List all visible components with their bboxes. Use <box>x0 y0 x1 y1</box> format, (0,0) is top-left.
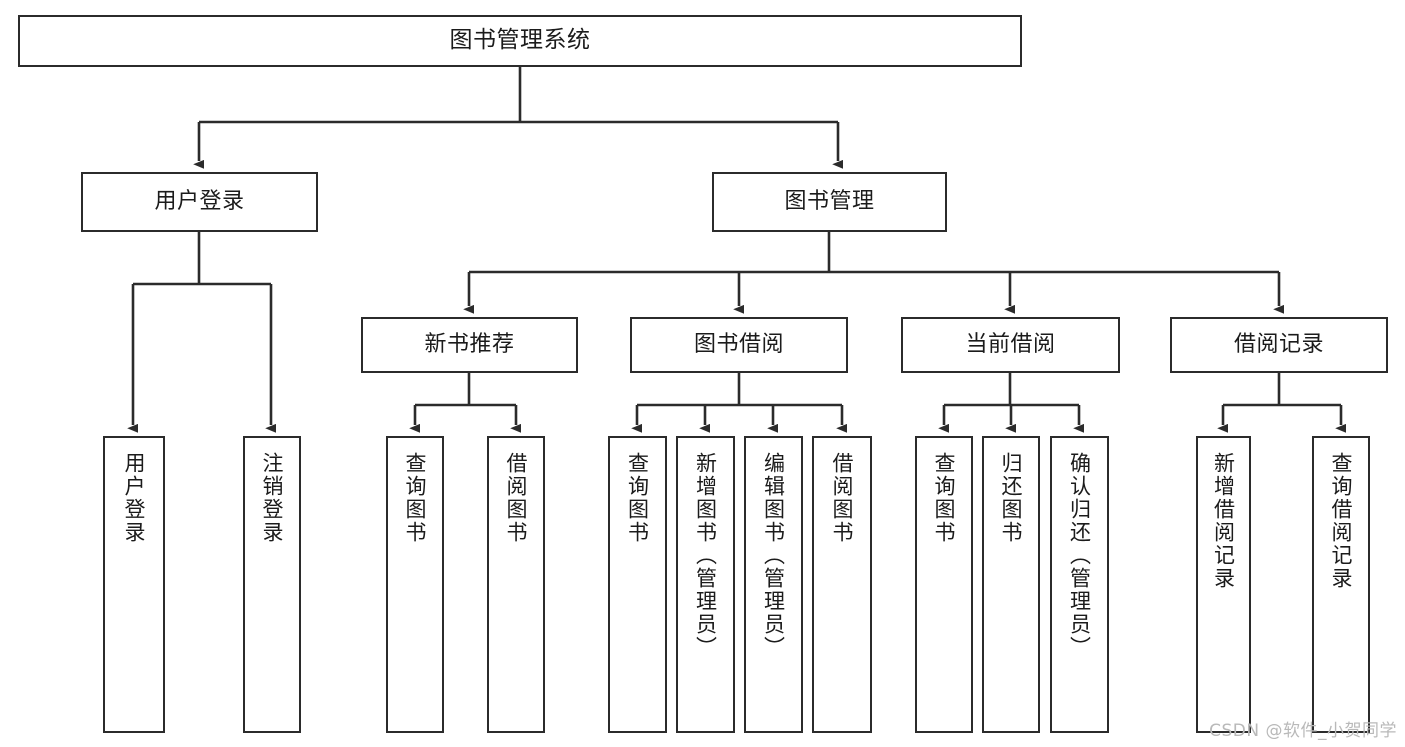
node-borrow-record-label: 借阅记录 <box>1233 332 1324 358</box>
node-user-login-label: 用户登录 <box>154 189 245 215</box>
node-book-manage[interactable]: 图书管理 <box>712 172 947 232</box>
node-root[interactable]: 图书管理系统 <box>18 15 1022 67</box>
node-leaf-confirm-return-label: 确认归还（管理员） <box>1067 452 1092 659</box>
node-leaf-borrow-book-rec[interactable]: 借阅图书 <box>487 436 545 733</box>
node-leaf-add-book[interactable]: 新增图书（管理员） <box>676 436 735 733</box>
node-leaf-logout-label: 注销登录 <box>260 452 285 544</box>
node-user-login[interactable]: 用户登录 <box>81 172 318 232</box>
node-leaf-borrow-book-rec-label: 借阅图书 <box>504 452 529 544</box>
node-book-manage-label: 图书管理 <box>784 189 875 215</box>
node-leaf-user-login[interactable]: 用户登录 <box>103 436 165 733</box>
node-leaf-query-book-rec[interactable]: 查询图书 <box>386 436 444 733</box>
node-current-borrow[interactable]: 当前借阅 <box>901 317 1120 373</box>
node-new-book-recommend[interactable]: 新书推荐 <box>361 317 578 373</box>
watermark-text: CSDN @软件_小贺同学 <box>1209 721 1397 741</box>
node-leaf-query-book-rec-label: 查询图书 <box>403 452 428 544</box>
node-leaf-query-book-borrow-label: 查询图书 <box>625 452 650 544</box>
node-leaf-edit-book[interactable]: 编辑图书（管理员） <box>744 436 803 733</box>
node-leaf-add-borrow-record-label: 新增借阅记录 <box>1211 452 1236 590</box>
node-leaf-confirm-return[interactable]: 确认归还（管理员） <box>1050 436 1109 733</box>
node-root-label: 图书管理系统 <box>449 27 591 54</box>
node-leaf-add-borrow-record[interactable]: 新增借阅记录 <box>1196 436 1251 733</box>
node-leaf-query-book-current[interactable]: 查询图书 <box>915 436 973 733</box>
node-leaf-query-borrow-record-label: 查询借阅记录 <box>1329 452 1354 590</box>
node-current-borrow-label: 当前借阅 <box>965 332 1056 358</box>
node-leaf-borrow-book-label: 借阅图书 <box>830 452 855 544</box>
node-leaf-edit-book-label: 编辑图书（管理员） <box>761 452 786 659</box>
node-leaf-query-book-current-label: 查询图书 <box>932 452 957 544</box>
node-leaf-logout[interactable]: 注销登录 <box>243 436 301 733</box>
node-book-borrow-label: 图书借阅 <box>693 332 784 358</box>
node-leaf-query-book-borrow[interactable]: 查询图书 <box>608 436 667 733</box>
node-leaf-user-login-label: 用户登录 <box>122 452 147 544</box>
node-new-book-recommend-label: 新书推荐 <box>424 332 515 358</box>
node-book-borrow[interactable]: 图书借阅 <box>630 317 848 373</box>
node-leaf-query-borrow-record[interactable]: 查询借阅记录 <box>1312 436 1370 733</box>
node-leaf-return-book-label: 归还图书 <box>999 452 1024 544</box>
node-leaf-borrow-book[interactable]: 借阅图书 <box>812 436 872 733</box>
node-borrow-record[interactable]: 借阅记录 <box>1170 317 1388 373</box>
node-leaf-return-book[interactable]: 归还图书 <box>982 436 1040 733</box>
node-leaf-add-book-label: 新增图书（管理员） <box>693 452 718 659</box>
